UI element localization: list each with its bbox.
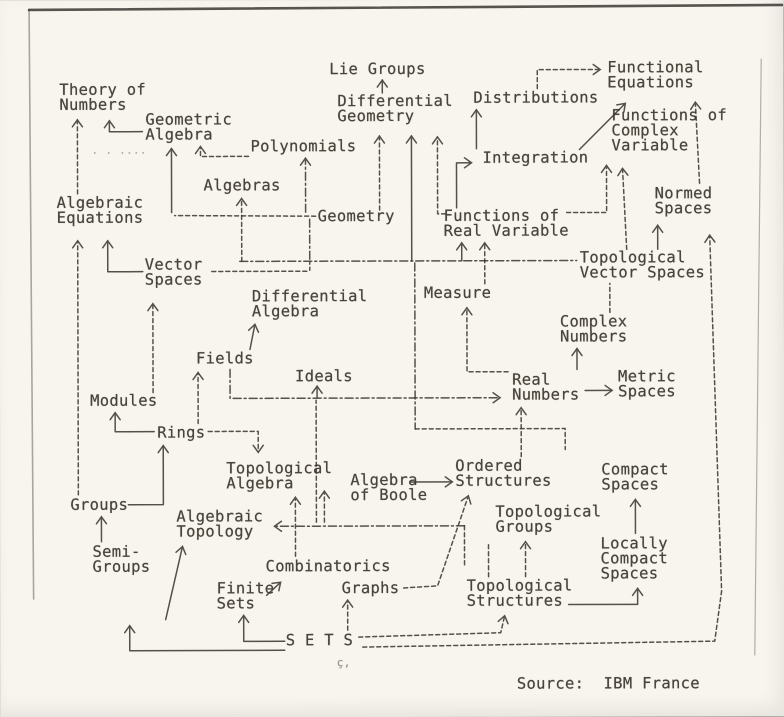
edge-functions-real-to-functions-complex [565,164,613,214]
edge-functions-real-to-integration [455,157,473,209]
edge-groups-to-rings [127,444,169,506]
node-graphs: Graphs [341,578,400,598]
node-ideals: Ideals [295,367,353,386]
edge-finite-sets-to-combinatorics [265,581,282,597]
edge-fields-to-differential-algebra [247,323,260,351]
node-geometric-algebra: Geometric Algebra [145,110,233,144]
node-algebras: Algebras [203,176,281,195]
edge-distributions-to-functional-equations [536,63,602,90]
edge-rings-to-modules [109,411,155,433]
node-topological-groups: Topological Groups [495,502,602,536]
node-geometry: Geometry [317,206,395,226]
node-measure: Measure [423,283,492,302]
node-distributions: Distributions [473,88,599,107]
diagram-edges [71,63,723,652]
node-theory-of-numbers: Theory of Numbers [59,80,147,114]
node-polynomials: Polynomials [250,137,357,156]
edge-geometry-to-geometric-algebra-line [173,214,317,217]
page-edge-lines [27,3,784,656]
node-sets: S E T S [285,631,354,650]
node-metric-spaces: Metric Spaces [618,367,676,401]
edge-vector-spaces-to-topological-vector-spaces [238,259,578,263]
node-topological-structures: Topological Structures [466,576,573,610]
edge-topological-structures-to-locally-compact [567,587,644,606]
edge-graphs-to-ordered-structures [402,494,472,589]
node-integration: Integration [482,148,589,167]
node-algebra-of-boole: Algebra of Boole [350,470,428,505]
node-vector-spaces: Vector Spaces [144,255,203,289]
page-edge-left [28,9,35,600]
edge-sets-to-finite-sets [237,614,286,643]
node-fields: Fields [195,349,254,368]
edge-functions-real-to-differential-geometry [431,135,447,215]
page-edge-top [27,3,784,12]
node-stray-mark: ç, [336,656,351,670]
edge-vector-spaces-to-algebraic-equations [101,239,144,273]
node-ordered-structures: Ordered Structures [455,456,552,490]
edge-integration-to-functional-equations [578,102,627,151]
node-functions-of-complex-variable: Functions of Complex Variable [611,106,727,155]
edge-geometric-algebra-to-theory-of-numbers [103,119,144,133]
node-topological-algebra: Topological Algebra [226,459,333,493]
edge-real-numbers-bracket [414,427,566,451]
node-compact-spaces: Compact Spaces [601,460,669,494]
edge-sets-to-topological-structures [357,614,509,638]
edge-fields-to-real-numbers [229,368,502,404]
edge-real-numbers-to-measure [461,306,509,373]
node-speck-row: · · ···· [91,146,147,160]
node-modules: Modules [90,391,158,410]
edge-sets-to-normed-spaces [362,233,723,648]
edge-rings-to-topological-algebra [207,430,264,454]
node-source-caption: Source: IBM France [516,674,700,693]
node-differential-algebra: Differential Algebra [251,287,368,321]
edge-polynomials-to-geometric-algebra [194,145,250,158]
node-functional-equations: Functional Equations [607,58,704,92]
node-normed-spaces: Normed Spaces [654,184,713,218]
node-algebraic-equations: Algebraic Equations [56,193,144,227]
edge-groups-to-algebraic-equations [71,239,84,496]
node-lie-groups: Lie Groups [329,59,426,79]
page-edge-right [754,58,762,656]
node-finite-sets: Finite Sets [216,579,275,613]
node-algebraic-topology: Algebraic Topology [176,507,264,541]
node-real-numbers: Real Numbers [512,370,580,404]
node-differential-geometry: Differential Geometry [337,91,453,126]
node-locally-compact-spaces: Locally Compact Spaces [600,534,668,583]
node-complex-numbers: Complex Numbers [559,312,628,346]
edge-up-to-functions-complex [617,167,629,251]
edge-sets-to-algebraic-structures [123,624,286,652]
node-rings: Rings [157,423,206,442]
node-functions-of-real-variable: Functions of Real Variable [443,206,569,240]
node-semi-groups: Semi- Groups [92,542,151,576]
node-topological-vector-spaces: Topological Vector Spaces [579,248,706,282]
node-combinatorics: Combinatorics [265,557,391,576]
edge-algebraic-structures-to-algebraic-topology [164,545,187,621]
edge-normed-spaces-to-functional-equations [689,100,702,184]
node-groups: Groups [70,495,129,514]
